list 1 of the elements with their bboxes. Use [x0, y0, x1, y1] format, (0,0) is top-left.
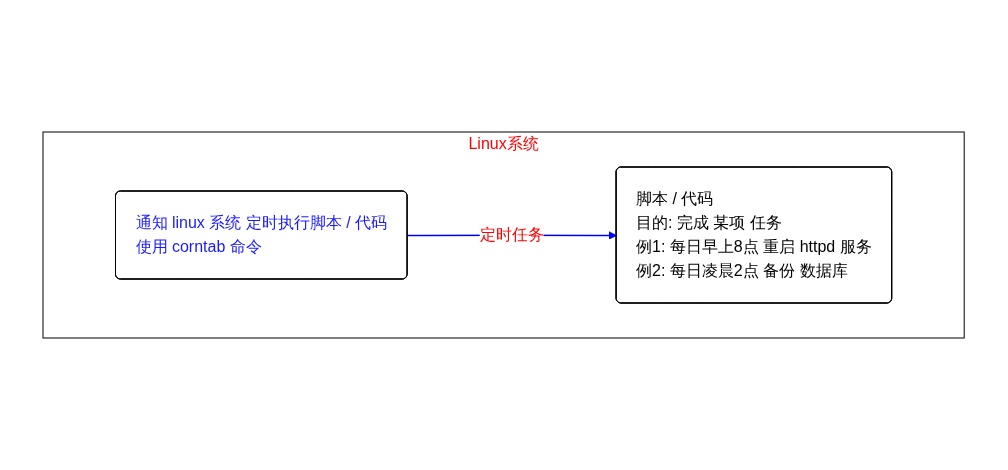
edge-label: 定时任务 — [479, 226, 544, 243]
